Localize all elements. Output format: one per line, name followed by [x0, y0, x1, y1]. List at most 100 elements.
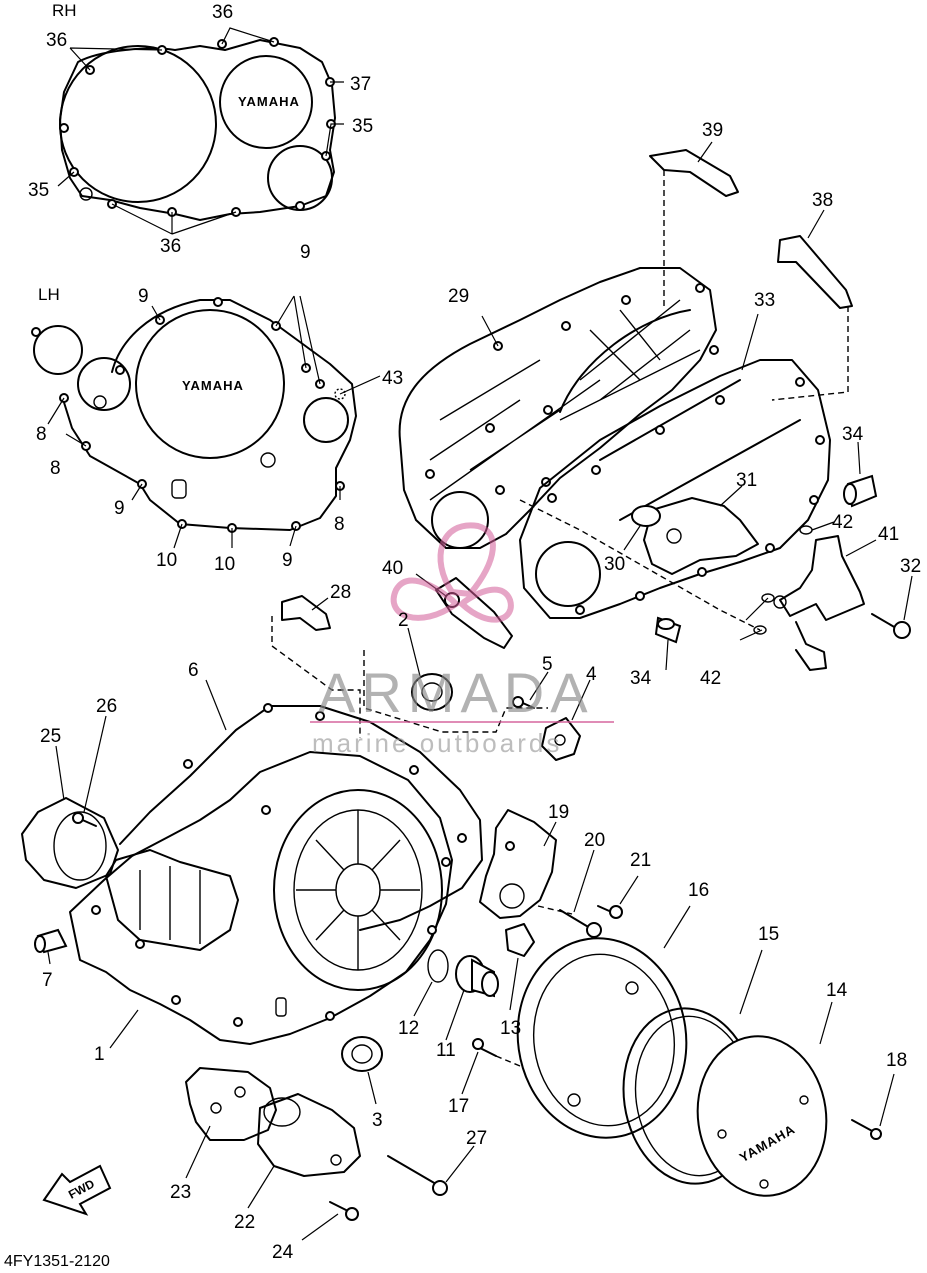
bolt-26	[72, 715, 107, 827]
clip-28	[271, 595, 361, 738]
lever-41	[773, 535, 877, 671]
watermark-subtitle: marine outboards	[312, 728, 562, 758]
part-label: 9	[282, 550, 293, 571]
gasket-holes	[31, 297, 345, 533]
drawing-code: 4FY1351-2120	[4, 1253, 110, 1270]
part-label: 34	[630, 668, 652, 689]
part-label: 35	[28, 180, 49, 201]
orings-42	[739, 521, 835, 641]
part-label: 36	[160, 236, 181, 257]
part-label: 21	[630, 850, 651, 871]
assembly-line	[537, 905, 573, 915]
part-label: 26	[96, 696, 117, 717]
part-label: 1	[94, 1044, 105, 1065]
part-label: 8	[50, 458, 61, 479]
part-label: 8	[334, 514, 345, 535]
part-label: 16	[688, 880, 709, 901]
watermark: ARMADA marine outboards	[310, 522, 614, 758]
part-label: 43	[382, 368, 403, 389]
part-label: 5	[542, 654, 553, 675]
part-label: 20	[584, 830, 605, 851]
rh-cover-brand: YAMAHA	[238, 94, 300, 109]
part-label: 15	[758, 924, 779, 945]
part-label: 32	[900, 556, 921, 577]
cover-22	[247, 1093, 361, 1209]
watermark-title: ARMADA	[318, 661, 594, 724]
collar-30	[623, 505, 661, 551]
bracket-39	[649, 141, 739, 310]
part-label: 9	[300, 242, 311, 263]
gasket-16	[516, 905, 691, 1139]
screw-18	[851, 1073, 895, 1140]
collar-34a	[843, 441, 878, 508]
cover-23	[185, 1067, 277, 1179]
assembly-line	[519, 499, 761, 631]
part-label: 24	[272, 1242, 294, 1263]
bolt-20	[559, 849, 602, 938]
dowel-7	[34, 928, 68, 965]
crankcase-cover-1	[69, 751, 453, 1049]
part-label: 41	[878, 524, 899, 545]
bracket-38	[771, 209, 853, 401]
assembly-line	[495, 1055, 521, 1067]
cover-14: YAMAHA	[696, 1001, 833, 1197]
part-label: 9	[114, 498, 125, 519]
part-label: 35	[352, 116, 373, 137]
part-label: 2	[398, 610, 409, 631]
crankcase-cover-29	[398, 267, 719, 549]
part-label: 18	[886, 1050, 907, 1071]
bolt-21	[597, 875, 639, 919]
part-label: 36	[46, 30, 67, 51]
part-label: 9	[138, 286, 149, 307]
part-label: 25	[40, 726, 61, 747]
plug-11	[445, 955, 499, 1041]
part-label: 36	[212, 2, 233, 23]
rh-side-label: RH	[52, 1, 77, 20]
part-label: 10	[214, 554, 235, 575]
bolt-24	[301, 1201, 359, 1241]
cover-gasket-33	[519, 313, 831, 619]
part-label: 29	[448, 286, 469, 307]
part-label: 12	[398, 1018, 419, 1039]
part-label: 8	[36, 424, 47, 445]
clip-13	[505, 923, 535, 1011]
part-label: 6	[188, 660, 199, 681]
part-label: 42	[700, 668, 721, 689]
part-label: 27	[466, 1128, 487, 1149]
part-number-labels: 36 36 36 37 35 35 9 9 9 9 43 8 8 8 10 10…	[28, 2, 921, 1263]
part-label: 7	[42, 970, 53, 991]
part-label: 30	[604, 554, 625, 575]
collar-34b	[654, 616, 682, 671]
plate-19	[479, 809, 557, 919]
rh-cover-gasket: YAMAHA	[57, 27, 344, 235]
gasket-holes	[59, 37, 336, 217]
part-label: 3	[372, 1110, 383, 1131]
part-label: 11	[436, 1040, 456, 1061]
part-label: 40	[382, 558, 403, 579]
starter-motor-25	[21, 745, 119, 889]
screw-5	[512, 671, 549, 709]
part-label: 17	[448, 1096, 469, 1117]
part-label: 31	[736, 470, 757, 491]
lh-cover-gasket: YAMAHA	[31, 295, 381, 549]
fwd-arrow-icon: FWD	[42, 1164, 112, 1216]
part-label: 28	[330, 582, 351, 603]
seal-2	[407, 627, 453, 711]
part-label: 10	[156, 550, 177, 571]
bolt-32	[871, 575, 913, 639]
propeller-logo-icon	[390, 522, 514, 623]
part-label: 4	[586, 664, 597, 685]
part-label: 19	[548, 802, 569, 823]
part-label: 23	[170, 1182, 191, 1203]
oring-12	[413, 949, 449, 1017]
part-label: 33	[754, 290, 775, 311]
part-label: 38	[812, 190, 833, 211]
part-label: 37	[350, 74, 371, 95]
bolt-27	[387, 1145, 475, 1196]
part-label: 22	[234, 1212, 255, 1233]
plate-31	[643, 485, 759, 575]
part-label: 34	[842, 424, 864, 445]
seal-3	[341, 1036, 383, 1105]
